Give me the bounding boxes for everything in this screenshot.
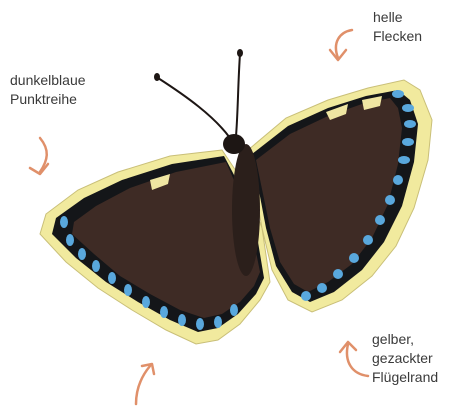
label-line: gelber, xyxy=(372,330,438,349)
label-line: Flecken xyxy=(373,27,422,46)
antenna xyxy=(158,78,230,138)
label-line: gezackter xyxy=(372,349,438,368)
antenna-club xyxy=(237,49,243,57)
antenna-club xyxy=(154,73,160,81)
label-line: dunkelblaue xyxy=(10,71,86,90)
curved-arrow-icon xyxy=(136,366,150,404)
label-blue-spot-row: dunkelblaue Punktreihe xyxy=(10,71,86,109)
curved-arrow-icon xyxy=(30,164,48,174)
butterfly-head xyxy=(223,134,245,154)
label-pale-spots: helle Flecken xyxy=(373,8,422,46)
label-line: helle xyxy=(373,8,422,27)
butterfly-body xyxy=(232,144,260,276)
label-line: Punktreihe xyxy=(10,90,86,109)
antenna xyxy=(236,54,240,136)
label-line: Flügelrand xyxy=(372,368,438,387)
curved-arrow-icon xyxy=(347,344,368,376)
label-yellow-wing-edge: gelber, gezackter Flügelrand xyxy=(372,330,438,387)
